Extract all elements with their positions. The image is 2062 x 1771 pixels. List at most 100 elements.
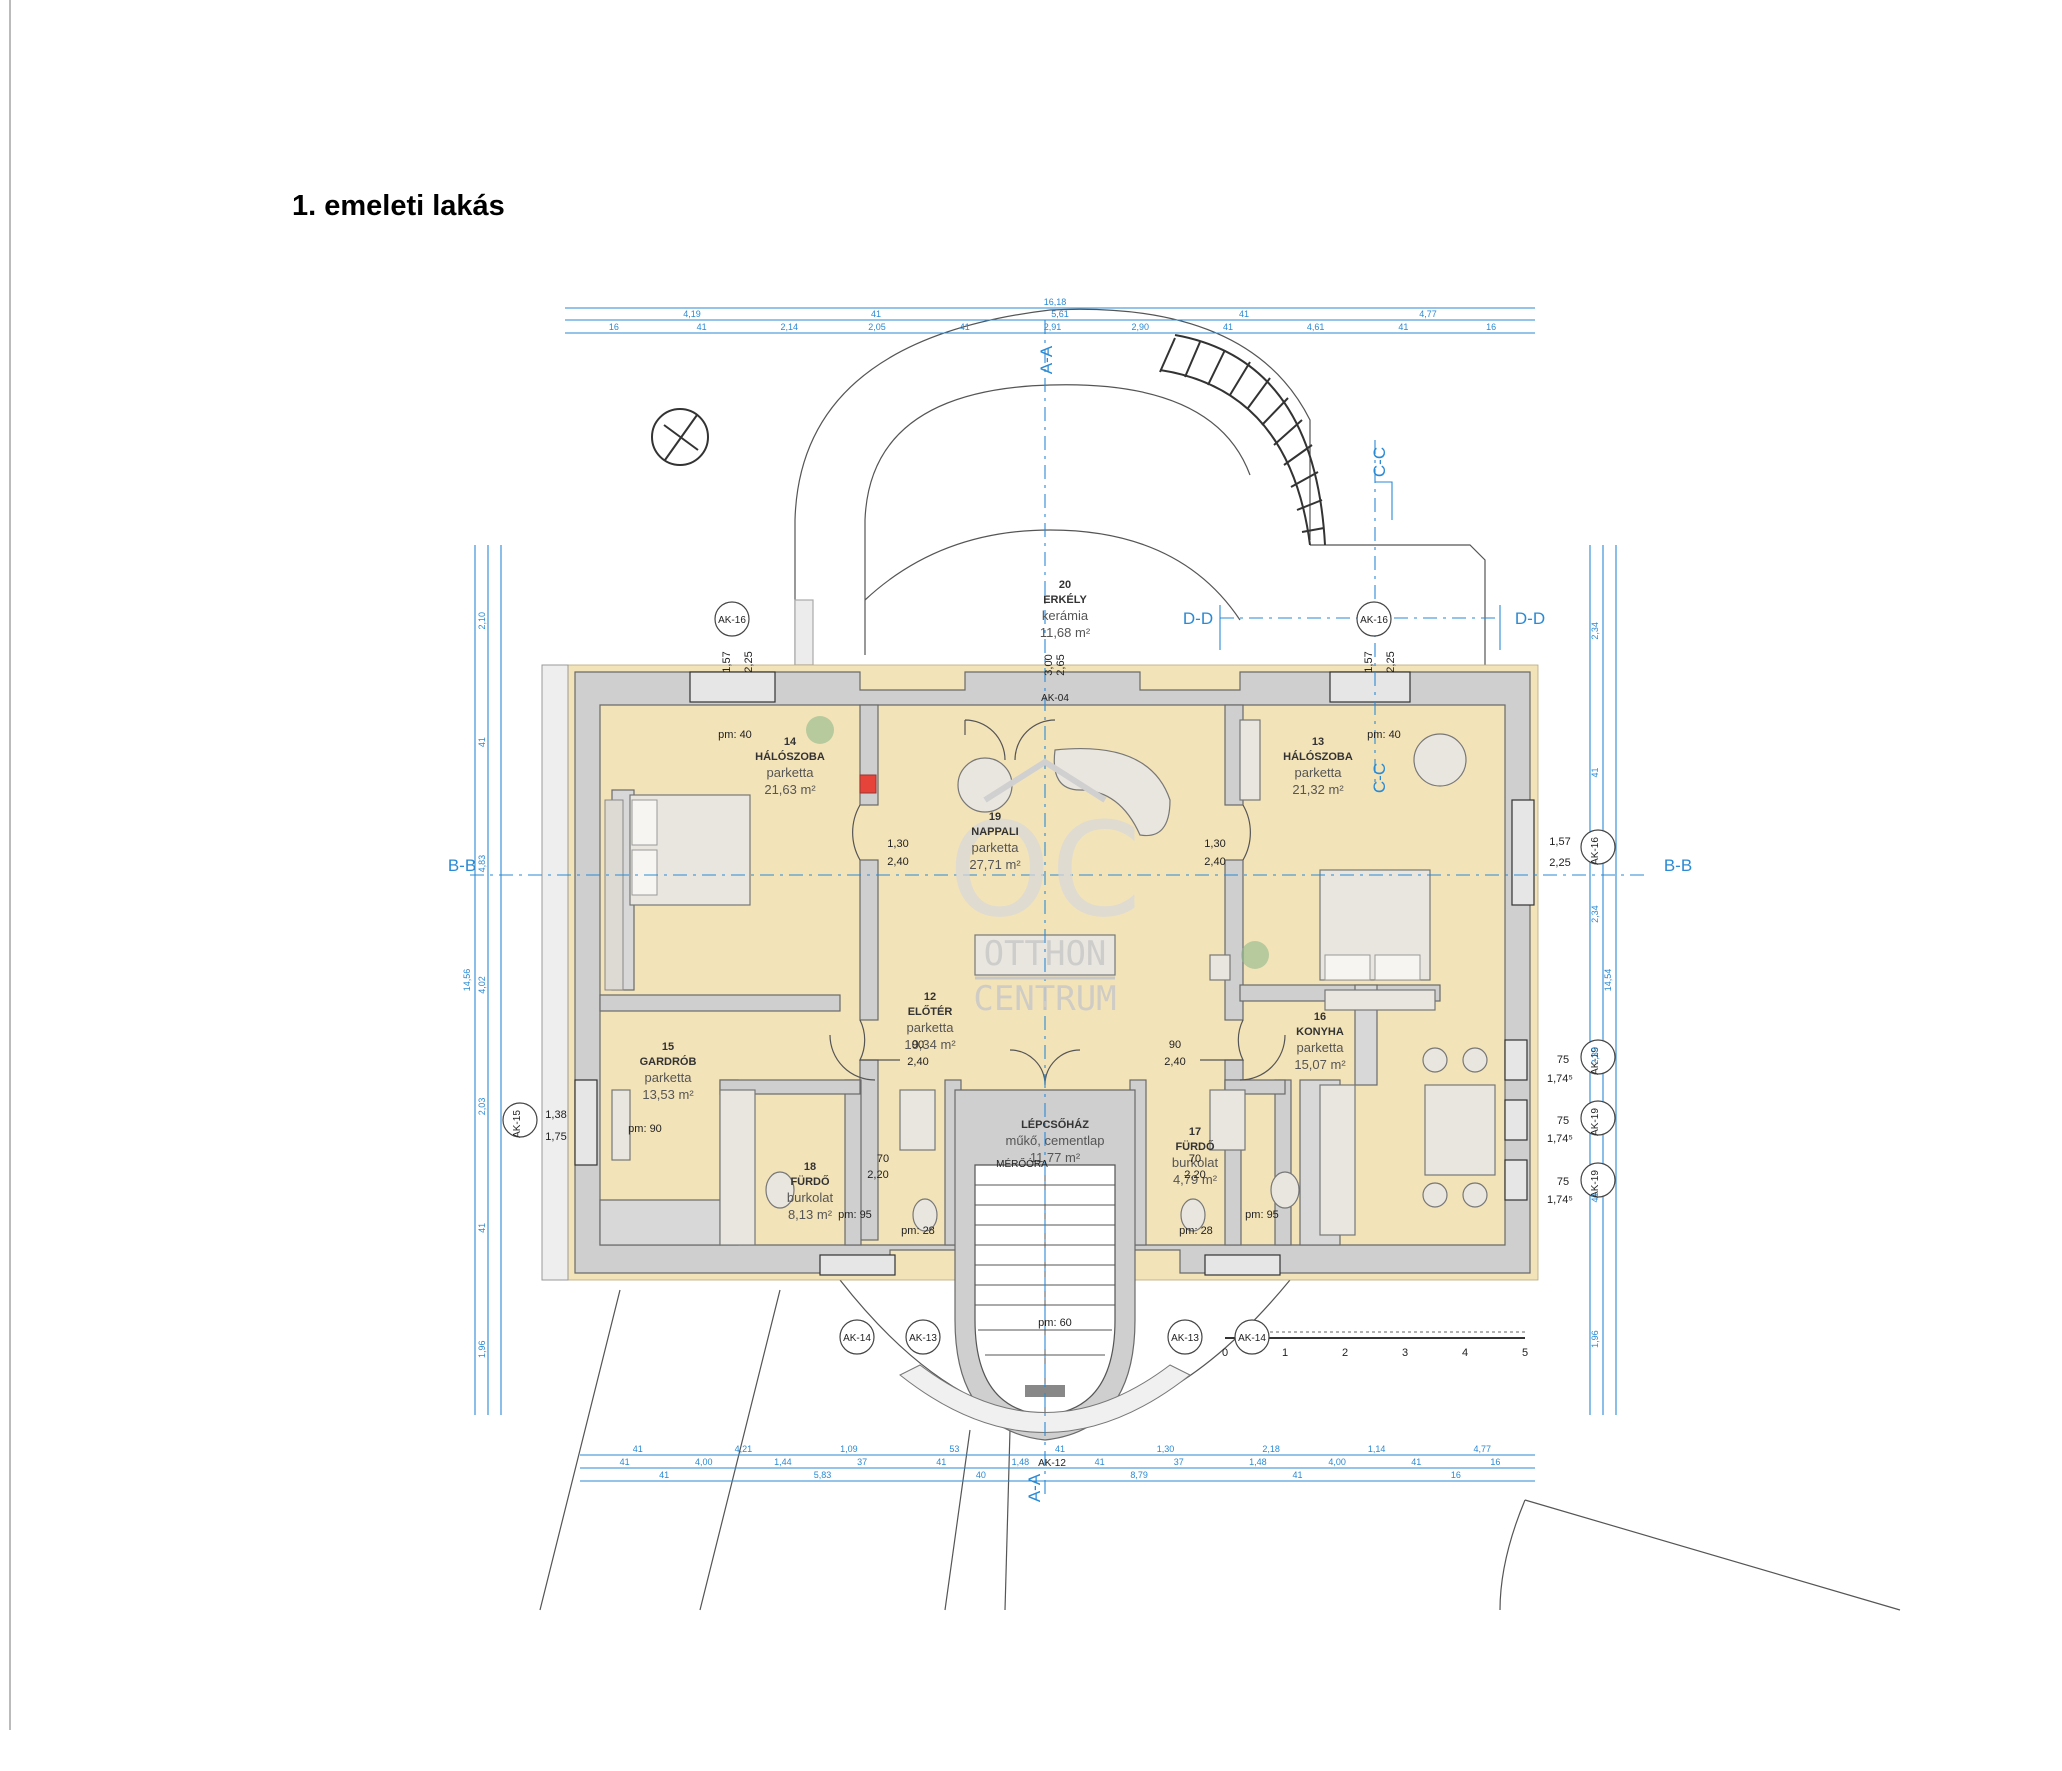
dim-bottom-row1: 4,77: [1473, 1444, 1491, 1454]
watermark-text: OC: [948, 794, 1141, 946]
dim-left-total: 14,56: [462, 969, 472, 992]
opening-w75b: 75: [1557, 1115, 1569, 1127]
opening-pm95b: pm: 95: [1245, 1209, 1279, 1221]
dim-right-total: 14,54: [1603, 969, 1613, 992]
dim-top-row3: 41: [960, 322, 970, 332]
room-floor: burkolat: [787, 1190, 834, 1205]
dim-top-row3: 4,61: [1307, 322, 1325, 332]
dim-bottom-row2: 1,44: [774, 1457, 792, 1467]
tag-ak04: AK-04: [1041, 693, 1069, 704]
dim-bottom-row2: 37: [1174, 1457, 1184, 1467]
room-area: 21,32 m²: [1292, 782, 1344, 797]
room-number: 16: [1314, 1011, 1326, 1023]
dim-top-row3: 2,90: [1131, 322, 1149, 332]
kitchen-counter: [1319, 1084, 1356, 1236]
dim-top-row3: 41: [1398, 322, 1408, 332]
dim-top-row3: 41: [1223, 322, 1233, 332]
dim-bottom-row1: 4,21: [735, 1444, 753, 1454]
dim-top-total: 16,18: [1044, 297, 1067, 307]
room-area: 11,68 m²: [1040, 625, 1091, 640]
section-aa-bottom: A-A: [1025, 1473, 1044, 1502]
page-title: 1. emeleti lakás: [292, 190, 505, 222]
room-name: FÜRDŐ: [790, 1175, 830, 1188]
tag-circle: [1356, 601, 1392, 637]
opening-h174c: 1,74⁵: [1547, 1194, 1573, 1206]
dim-bottom-row2: 41: [1411, 1457, 1421, 1467]
room-number: 17: [1189, 1126, 1201, 1138]
room-floor: műkő, cementlap: [1006, 1133, 1105, 1148]
room-number: 18: [804, 1161, 816, 1173]
dim-left-parts: 2,10: [477, 612, 487, 630]
watermark-text: CENTRUM: [973, 979, 1116, 1019]
opening-w70b: 70: [1189, 1153, 1201, 1165]
dim-right-parts: 41: [1590, 1192, 1600, 1202]
room-name: ELŐTÉR: [908, 1005, 953, 1018]
room-floor: parketta: [767, 765, 815, 780]
room-name: LÉPCSŐHÁZ: [1021, 1118, 1089, 1131]
opening-h175: 1,75: [545, 1131, 566, 1143]
dim-bottom-row3: 40: [976, 1470, 986, 1480]
dim-top-row3: 2,14: [781, 322, 799, 332]
sofa: [1053, 747, 1171, 837]
tag-ak13b: AK-13: [1171, 1333, 1199, 1344]
opening-w70a: 70: [877, 1153, 889, 1165]
dim-bottom-row1: 41: [1055, 1444, 1065, 1454]
opening-v300: 3,00: [1043, 654, 1055, 675]
dim-left-parts: 4,02: [477, 976, 487, 994]
cabinet-right-bed: [1239, 719, 1261, 801]
opening-pm90: pm: 90: [628, 1123, 662, 1135]
section-bb-left: B-B: [448, 856, 476, 875]
tag-ak19c: AK-19: [1590, 1170, 1601, 1198]
tag-circle: [714, 601, 750, 637]
opening-h220b: 2,20: [1184, 1169, 1205, 1181]
tag-ak12: AK-12: [1038, 1458, 1066, 1469]
tag-circle: [1580, 829, 1616, 865]
dim-top-row2: 4,19: [683, 309, 701, 319]
opening-w130: 1,30: [887, 838, 908, 850]
dim-top-row2: 4,77: [1419, 309, 1437, 319]
room-area: 21,63 m²: [764, 782, 816, 797]
opening-h220a: 2,20: [867, 1169, 888, 1181]
room-floor: parketta: [1295, 765, 1343, 780]
opening-pm40a: pm: 40: [718, 729, 752, 741]
dim-top-row3: 41: [697, 322, 707, 332]
opening-h240d: 2,40: [1164, 1056, 1185, 1068]
tag-circle: [839, 1319, 875, 1355]
opening-h240: 2,40: [887, 856, 908, 868]
tag-circle: [1580, 1039, 1616, 1075]
room-number: 15: [662, 1041, 674, 1053]
section-dd-left: D-D: [1183, 609, 1213, 628]
scale-label: 0: [1222, 1347, 1228, 1359]
tag-ak16: AK-16: [718, 615, 746, 626]
opening-w90a: 90: [912, 1039, 924, 1051]
room-floor: parketta: [1297, 1040, 1345, 1055]
opening-w75c: 75: [1557, 1176, 1569, 1188]
tag-circle: [1580, 1162, 1616, 1198]
dim-bottom-row3: 16: [1451, 1470, 1461, 1480]
plant-icon: [806, 716, 1269, 969]
site-lines: [539, 1279, 1901, 1611]
dim-top-row3: 16: [609, 322, 619, 332]
tag-circle: [502, 1102, 538, 1138]
opening-h240c: 2,40: [907, 1056, 928, 1068]
dim-bottom-row2: 41: [620, 1457, 630, 1467]
tag-meroora: MÉRŐÓRA: [996, 1156, 1048, 1170]
opening-w157: 1,57: [1549, 836, 1570, 848]
room-name: ERKÉLY: [1043, 593, 1087, 606]
dim-bottom-row1: 1,09: [840, 1444, 858, 1454]
dim-bottom-row2: 1,48: [1012, 1457, 1030, 1467]
dim-left-parts: 4,83: [477, 855, 487, 873]
dimension-lines: [474, 307, 1617, 1482]
tag-ak19a: AK-19: [1590, 1047, 1601, 1075]
dim-left-parts: 41: [477, 1223, 487, 1233]
dim-right-parts: 41: [1590, 767, 1600, 777]
tag-circle: [1234, 1319, 1270, 1355]
room-name: GARDRÓB: [640, 1055, 697, 1068]
dim-top-row2: 41: [1239, 309, 1249, 319]
dim-right-parts: 2,34: [1590, 905, 1600, 923]
room-number: 20: [1059, 579, 1071, 591]
dim-right-parts: 2,34: [1590, 622, 1600, 640]
room-name: HÁLÓSZOBA: [755, 750, 825, 763]
dim-bottom-row2: 16: [1490, 1457, 1500, 1467]
